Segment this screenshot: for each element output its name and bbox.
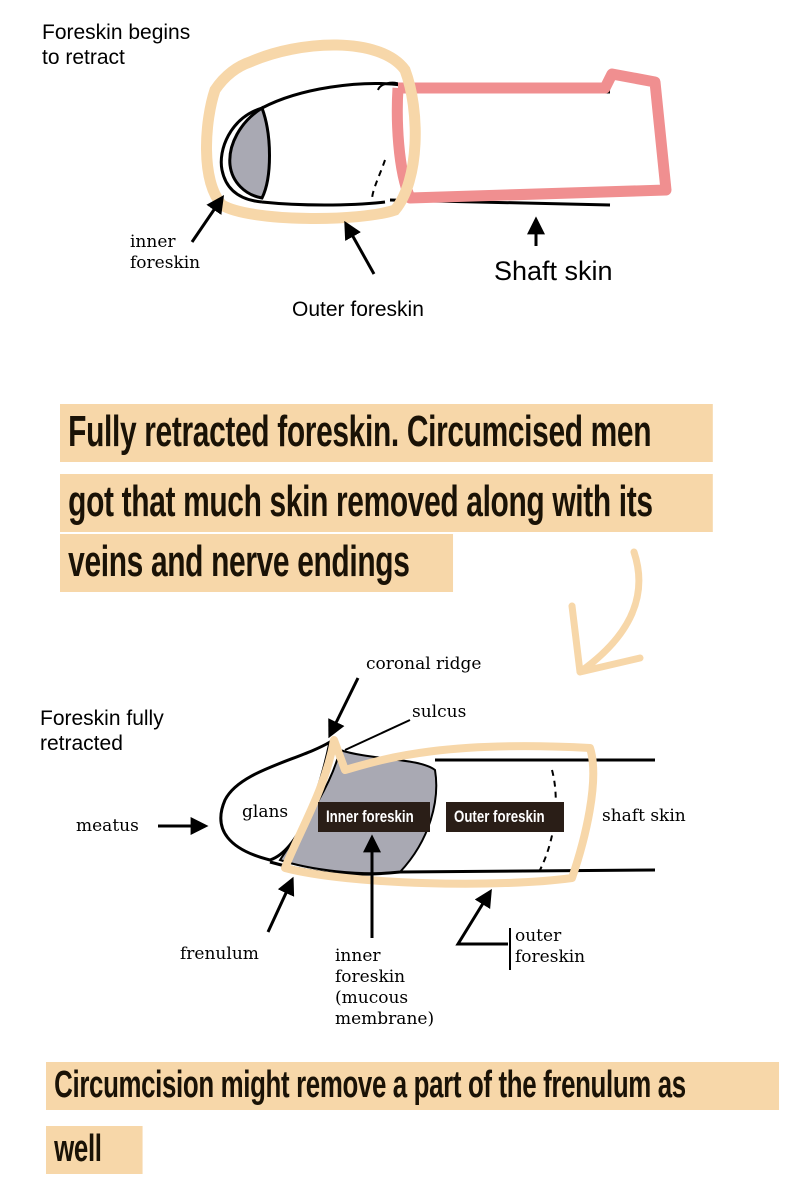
caption-bottom-line-1: Circumcision might remove a part of the … — [46, 1062, 780, 1110]
top-outer-foreskin-arrow — [344, 220, 376, 275]
bottom-outer-foreskin-line-1: outer — [515, 926, 562, 946]
inner-foreskin-tag: Inner foreskin — [318, 802, 430, 832]
top-inner-foreskin-label: inner foreskin — [130, 232, 200, 274]
top-inner-foreskin-line-2: foreskin — [130, 253, 201, 273]
bottom-outer-foreskin-line-2: foreskin — [515, 947, 586, 967]
inner-foreskin-desc-line-3: (mucous — [335, 988, 409, 1008]
caption-top-line-1: Fully retracted foreskin. Circumcised me… — [60, 404, 713, 462]
inner-foreskin-tag-text: Inner foreskin — [326, 807, 414, 826]
bottom-outer-foreskin-label: outer foreskin — [515, 926, 585, 968]
bottom-title-line-1: Foreskin fully — [40, 707, 164, 730]
top-title-line-2: to retract — [42, 46, 125, 69]
top-glans-tip — [228, 105, 271, 200]
caption-bottom-line-2: well — [46, 1126, 143, 1174]
inner-foreskin-mucous-label: inner foreskin (mucous membrane) — [335, 946, 434, 1030]
top-inner-foreskin-line-1: inner — [130, 232, 176, 252]
bottom-foreskin-highlight — [281, 736, 598, 888]
hand-drawn-arrow-icon — [568, 548, 644, 676]
coronal-ridge-arrow — [328, 677, 360, 739]
frenulum-arrow — [266, 876, 295, 933]
top-outer-foreskin-label: Outer foreskin — [292, 298, 424, 321]
inner-foreskin-desc-line-4: membrane) — [335, 1009, 435, 1029]
top-title-line-1: Foreskin begins — [42, 21, 191, 44]
top-shaft-skin-highlight — [391, 68, 672, 204]
bottom-diagram-title: Foreskin fully retracted — [40, 706, 164, 756]
top-diagram-title: Foreskin begins to retract — [42, 20, 190, 70]
bottom-title-line-2: retracted — [40, 732, 123, 755]
meatus-label: meatus — [76, 816, 139, 836]
caption-top-line-2: got that much skin removed along with it… — [60, 474, 713, 532]
glans-label: glans — [242, 802, 289, 822]
outer-foreskin-pointer — [455, 888, 508, 946]
top-shaft-skin-label: Shaft skin — [494, 256, 613, 286]
sulcus-label: sulcus — [412, 702, 467, 722]
top-foreskin-highlight — [201, 39, 421, 224]
frenulum-label: frenulum — [180, 944, 259, 964]
top-inner-foreskin-arrow — [190, 195, 225, 243]
caption-top-line-3: veins and nerve endings — [60, 534, 454, 592]
bottom-shaft-skin-label: shaft skin — [602, 806, 686, 826]
outer-foreskin-tag-text: Outer foreskin — [454, 807, 545, 826]
coronal-ridge-label: coronal ridge — [366, 654, 482, 674]
inner-foreskin-desc-line-2: foreskin — [335, 967, 406, 987]
inner-foreskin-desc-line-1: inner — [335, 946, 381, 966]
outer-foreskin-tag: Outer foreskin — [446, 802, 564, 832]
sulcus-pointer — [344, 719, 411, 751]
